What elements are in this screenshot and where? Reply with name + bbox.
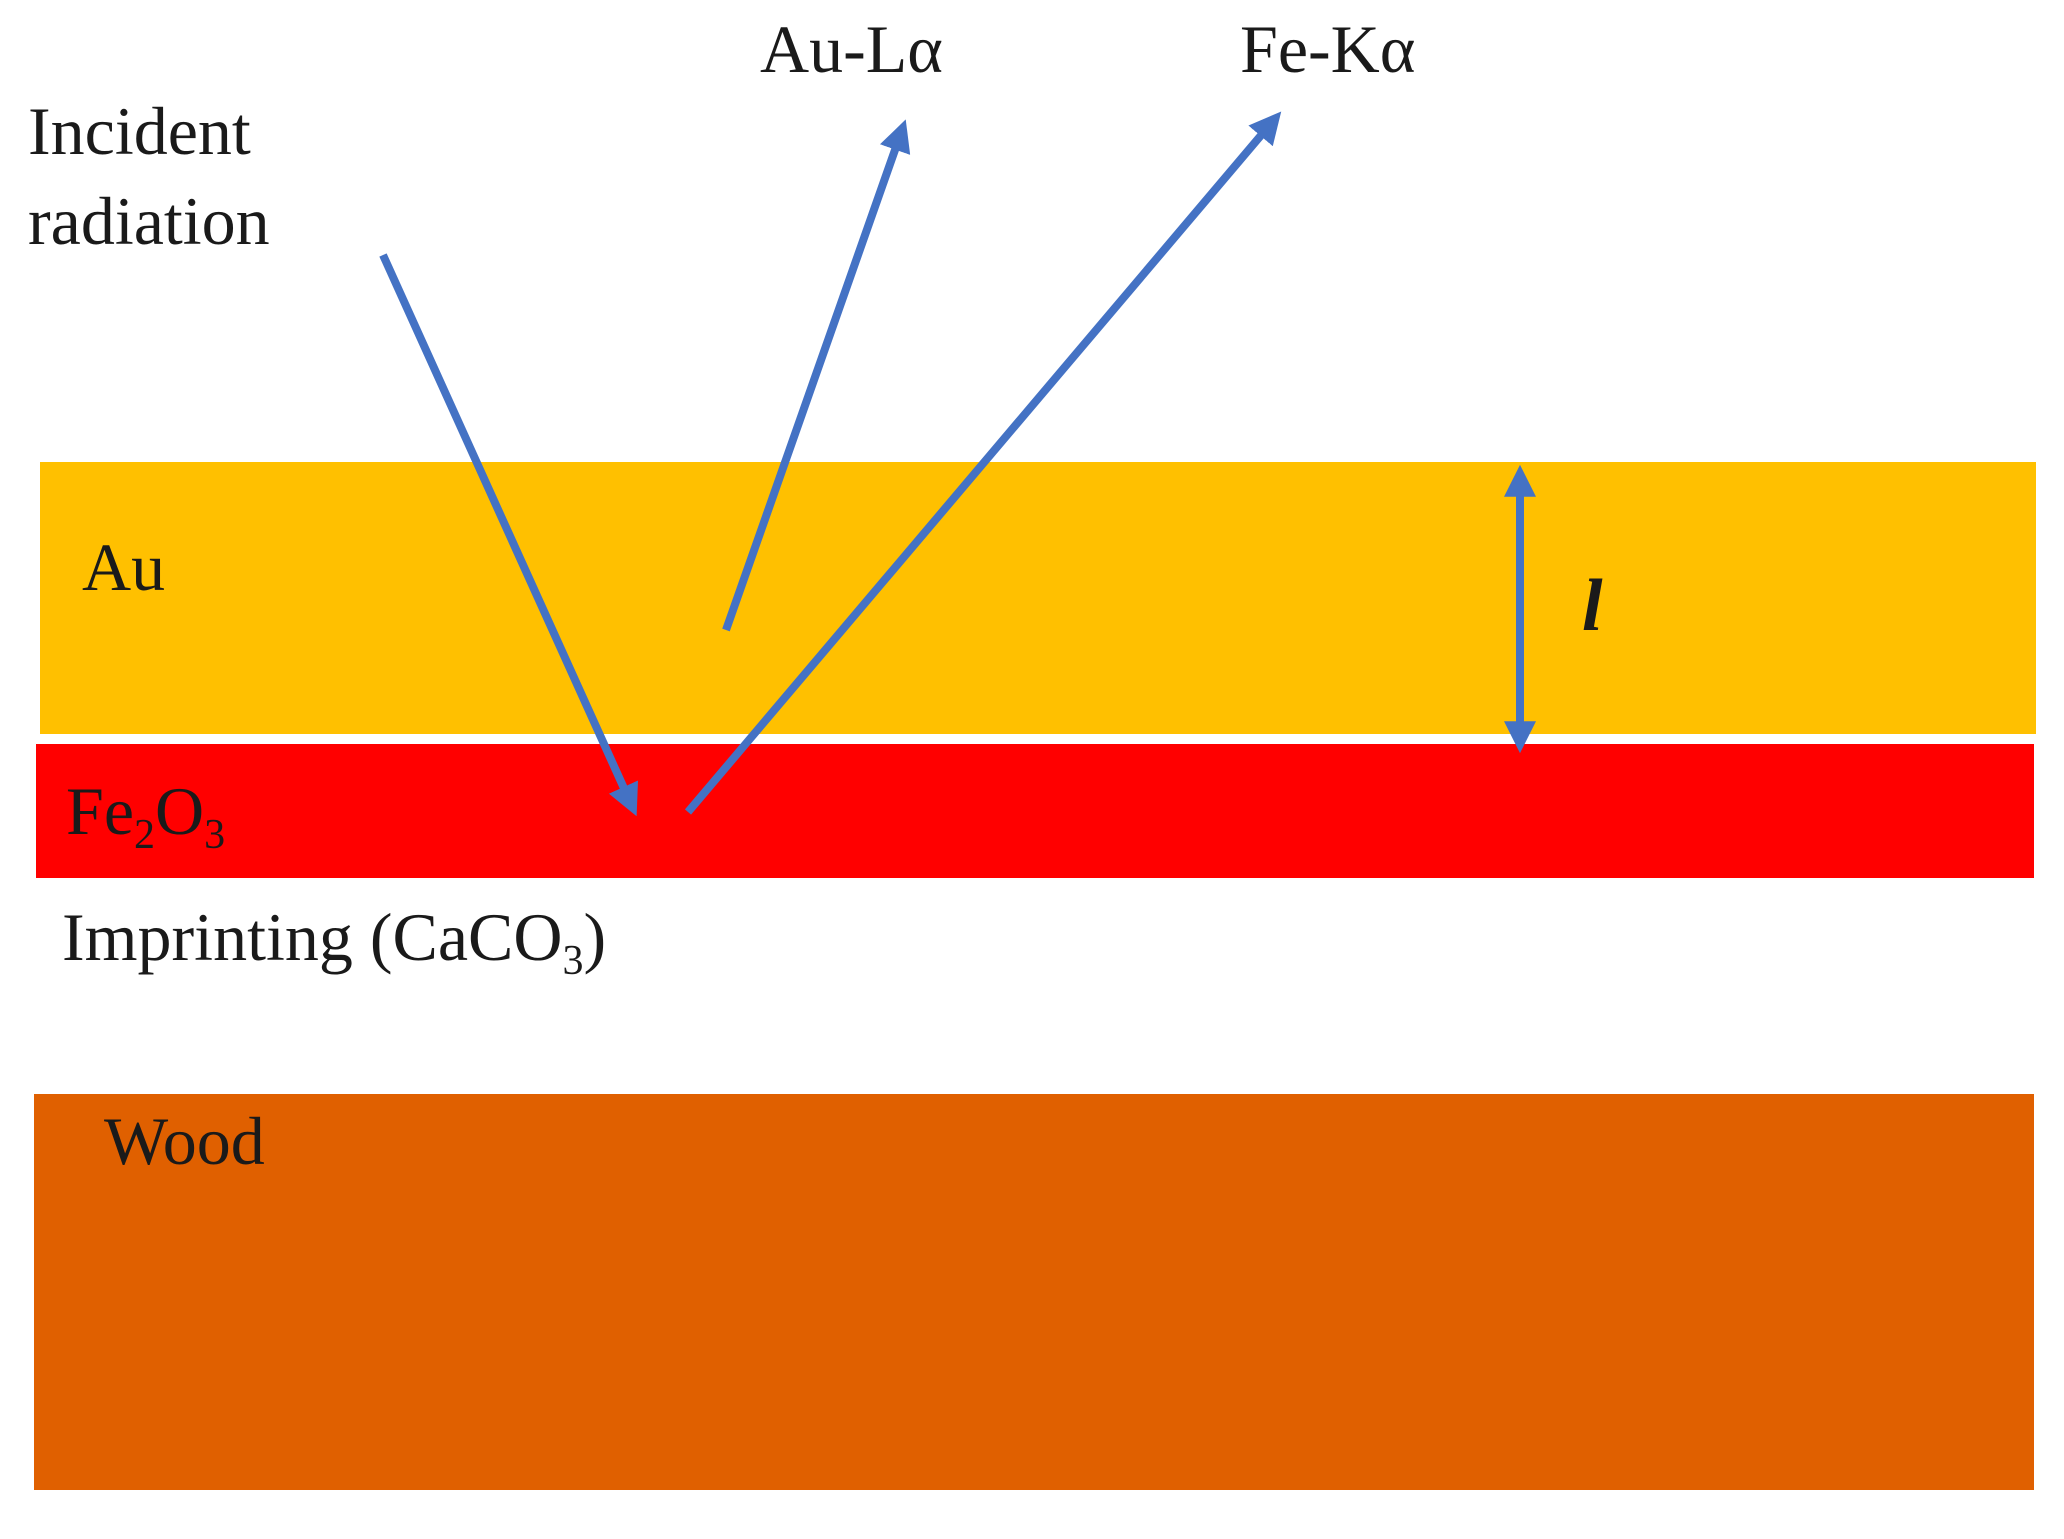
au-l-alpha-label: Au-Lα	[760, 11, 943, 87]
wood-layer	[34, 1094, 2034, 1490]
fe-k-alpha-label: Fe-Kα	[1240, 11, 1415, 87]
incident-radiation-arrow	[379, 253, 639, 817]
au-l-alpha-arrow	[722, 119, 911, 632]
fe2o3-part-o: O	[155, 773, 204, 849]
au-layer-label: Au	[82, 529, 165, 605]
fe2o3-sub-3: 3	[204, 812, 225, 858]
incident-label-line2: radiation	[28, 183, 270, 259]
au-layer	[40, 462, 2036, 734]
incident-label-line1: Incident	[28, 93, 251, 169]
imprinting-label: Imprinting (CaCO3)	[62, 899, 606, 984]
fe2o3-layer-label: Fe2O3	[66, 773, 225, 858]
imprinting-text: Imprinting (CaCO	[62, 899, 563, 975]
imprinting-sub-3: 3	[563, 938, 584, 984]
imprinting-close-paren: )	[584, 899, 607, 975]
wood-layer-label: Wood	[104, 1103, 265, 1179]
thickness-label: l	[1582, 565, 1603, 647]
fe-k-alpha-arrow	[684, 111, 1282, 815]
fe2o3-sub-2: 2	[134, 812, 155, 858]
fe2o3-layer	[36, 744, 2034, 878]
fe2o3-part-fe: Fe	[66, 773, 134, 849]
